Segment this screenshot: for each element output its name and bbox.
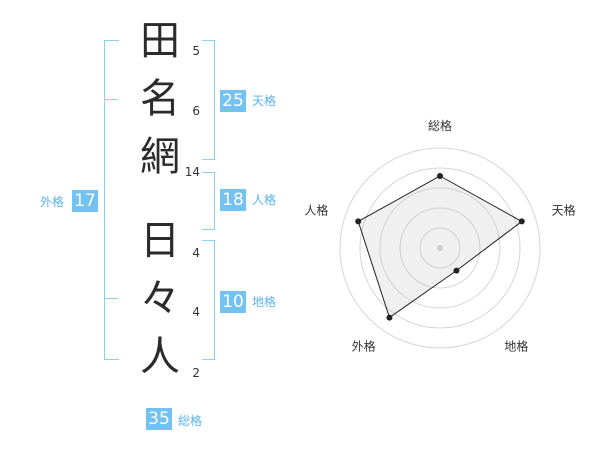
gaikaku-bracket-tick-top — [104, 99, 118, 100]
jinkaku-badge: 18 — [220, 189, 246, 211]
name-char-1: 田 — [140, 18, 180, 64]
jinkaku-bracket — [202, 172, 215, 230]
jinkaku-label: 人格 — [252, 193, 277, 207]
stroke-count-2: 6 — [192, 104, 200, 118]
name-char-2: 名 — [140, 76, 180, 122]
gaikaku-bracket — [104, 40, 119, 360]
radar-center — [437, 245, 443, 251]
stroke-count-4: 4 — [192, 246, 200, 260]
name-char-3: 網 — [140, 134, 180, 180]
gaikaku-bracket-tick-bottom — [104, 298, 118, 299]
gaikaku-badge: 17 — [72, 190, 98, 212]
stroke-count-6: 2 — [192, 366, 200, 380]
stroke-count-1: 5 — [192, 44, 200, 58]
chikaku-bracket — [202, 240, 215, 360]
gaikaku-label: 外格 — [40, 195, 65, 209]
radar-point-3 — [453, 267, 460, 274]
radar-ring-5 — [339, 147, 541, 349]
soukaku-label: 総格 — [178, 414, 203, 428]
stroke-count-3: 14 — [184, 165, 200, 179]
radar-point-4 — [386, 314, 393, 321]
radar-axis-label-2: 天格 — [552, 202, 576, 217]
name-char-4: 日 — [140, 218, 180, 264]
radar-ring-4 — [359, 167, 521, 329]
tenkaku-badge: 25 — [220, 90, 246, 112]
radar-axis-label-1: 総格 — [428, 118, 452, 133]
chikaku-label: 地格 — [252, 295, 277, 309]
radar-ring-2 — [399, 207, 481, 289]
tenkaku-bracket — [202, 40, 215, 160]
radar-axis-label-5: 人格 — [304, 202, 328, 217]
radar-axis-label-3: 地格 — [504, 339, 528, 354]
soukaku-badge: 35 — [146, 408, 172, 430]
name-char-5: 々 — [140, 276, 180, 322]
radar-point-2 — [518, 218, 525, 225]
chikaku-badge: 10 — [220, 291, 246, 313]
radar-point-1 — [437, 173, 443, 179]
radar-ring-3 — [379, 187, 501, 309]
tenkaku-label: 天格 — [252, 94, 277, 108]
radar-point-5 — [355, 218, 362, 225]
radar-ring-1 — [419, 227, 461, 269]
stroke-count-5: 4 — [192, 305, 200, 319]
name-char-6: 人 — [140, 334, 180, 380]
radar-axis-label-4: 外格 — [352, 339, 376, 354]
